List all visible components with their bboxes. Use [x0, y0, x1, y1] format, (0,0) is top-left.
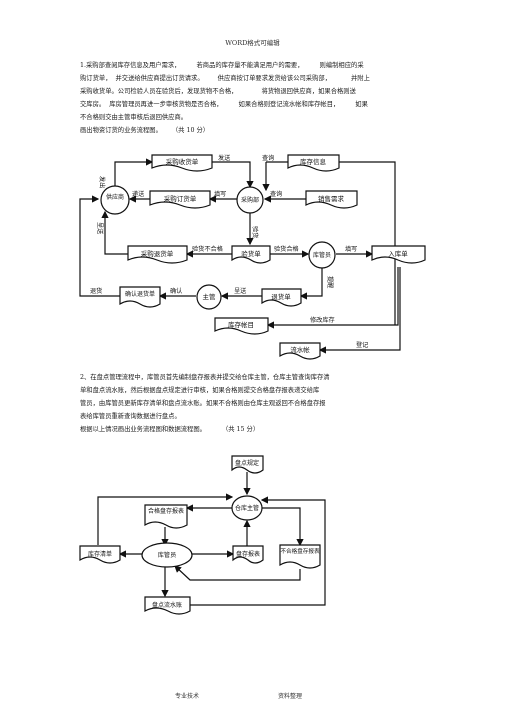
purchasing-node: 采购部: [236, 186, 264, 214]
edge-label: 递送: [132, 190, 145, 198]
q1-line: 不合格则交由主管审核后退回供应商。: [80, 114, 188, 121]
stocktake-rules-label: 盘点规定: [235, 459, 259, 467]
edge-label: 呈送: [234, 287, 247, 295]
footer-left: 专业技术: [175, 693, 200, 700]
order-form-label: 采购订货单: [164, 194, 197, 203]
q1-line: 采购收货单。公司检验人员在验货后，发现货物不合格， 将货物退回供应商，如果合格则…: [80, 88, 356, 95]
edge-label: 验货合格: [274, 245, 300, 253]
sales-demand-doc: 销售需求: [305, 190, 358, 209]
q2-line: 2、在盘点管理流程中，库管员首先编制盘存报表并提交给仓库主管，仓库主管查询库存清: [80, 374, 330, 381]
q1-line: 1.采购部查阅库存信息及用户需求， 若商品的库存量不能满足用户的需要， 则编制相…: [80, 62, 364, 69]
edge-label: 填写: [345, 245, 357, 253]
edge-label: 验货: [251, 226, 259, 238]
edge-label: 提醒: [326, 276, 334, 288]
inbound-form-doc: 入库单: [371, 245, 426, 264]
return-form-label: 采购退货单: [141, 249, 174, 258]
diagram-2-connectors: [97, 472, 326, 606]
qualified-report-doc: 合格盘存报表: [144, 504, 188, 529]
return-goods-doc: 退货单: [261, 288, 302, 307]
unqualified-report-doc: 不合格盘存报表: [279, 544, 321, 569]
diagram-1: 供应商 采购部 库管员 主管 采购收货单 库存信息 采购订货单 销: [79, 154, 426, 360]
diagram-1-edge-labels: 发出 发送 查询 递送 填写 查询 呈送 验货 验货不合格 验货合格 填写 退货…: [90, 154, 368, 349]
receipt-form-label: 采购收货单: [166, 157, 199, 166]
inventory-report-doc: 盘存报表: [232, 545, 264, 564]
supplier-label: 供应商: [106, 193, 124, 201]
inventory-list-doc: 库存清单: [79, 545, 121, 564]
supplier-node: 供应商: [100, 185, 130, 215]
edge-label: 修改库存: [310, 316, 335, 324]
journal-ledger-label: 流水帐: [290, 345, 310, 354]
confirm-return-label: 确认退货单: [125, 290, 155, 298]
supervisor-label: 主管: [203, 292, 217, 301]
warehouse-keeper-node: 库管员: [141, 542, 193, 568]
edge-label: 退货: [90, 287, 102, 295]
warehouse-mgr-node: 库管员: [308, 241, 336, 269]
order-form-doc: 采购订货单: [149, 190, 211, 209]
q1-line: 画出物资订货的业务流程图。 （共 10 分）: [80, 127, 210, 134]
q2-line: 单和盘点流水账，然后根据盘点规定进行审核，如果合格则提交合格盘存报表递交给库: [80, 387, 320, 394]
stock-info-doc: 库存信息: [287, 154, 340, 172]
inspection-form-label: 验货单: [241, 249, 261, 258]
edge-label: 确认: [170, 287, 182, 295]
footer-right: 资料整理: [278, 693, 303, 700]
warehouse-keeper-label: 库管员: [158, 551, 177, 559]
sales-demand-label: 销售需求: [318, 194, 345, 203]
confirm-return-doc: 确认退货单: [119, 286, 161, 308]
diagram-1-connectors: [79, 158, 401, 354]
warehouse-supervisor-label: 仓库主管: [235, 504, 259, 512]
diagram-2: 盘点规定 仓库主管 合格盘存报表 库存清单 库管员 盘存报表 不合格盘存报表: [79, 455, 326, 615]
edge-label: 查询: [262, 154, 274, 162]
inventory-ledger-label: 库存帐目: [228, 320, 254, 329]
q1-line: 交库房。 库房管理员再进一步审核货物是否合格， 如果合格则登记流水帐和库存帐目，…: [80, 101, 368, 108]
stocktake-rules-doc: 盘点规定: [231, 455, 264, 474]
inspection-form-doc: 验货单: [231, 245, 271, 264]
supervisor-node: 主管: [196, 284, 222, 310]
q2-line: 根据以上情况画出业务流程图和数据流程图。 （共 15 分）: [80, 426, 260, 433]
edge-label: 查询: [270, 190, 282, 198]
purchasing-label: 采购部: [241, 196, 259, 204]
edge-label: 发出: [98, 176, 106, 188]
stocktake-journal-label: 盘点流水账: [152, 601, 182, 609]
q1-line: 购订货单， 并交送给供应商提出订货请求。 供应商按订单要求发货给该公司采购部， …: [80, 75, 370, 82]
inventory-list-label: 库存清单: [88, 550, 112, 558]
receipt-form-doc: 采购收货单: [151, 154, 213, 172]
return-goods-label: 退货单: [271, 292, 291, 301]
qualified-report-label: 合格盘存报表: [148, 507, 184, 515]
q2-line: 表给库管员重新查询数据进行盘点。: [80, 413, 181, 420]
edge-label: 登记: [356, 341, 368, 349]
stocktake-journal-doc: 盘点流水账: [144, 596, 191, 615]
journal-ledger-doc: 流水帐: [279, 342, 321, 360]
edge-label: 填写: [214, 190, 226, 198]
inbound-form-label: 入库单: [388, 249, 408, 258]
warehouse-mgr-label: 库管员: [313, 251, 331, 259]
warehouse-supervisor-node: 仓库主管: [231, 495, 263, 521]
edge-label: 呈送: [96, 222, 104, 235]
edge-label: 发送: [218, 154, 231, 162]
return-form-doc: 采购退货单: [127, 245, 188, 264]
unqualified-report-label: 不合格盘存报表: [280, 547, 320, 555]
q2-line: 管员，由库管员更新库存清单和盘点流水账。如果不合格则由仓库主观返回不合格盘存报: [80, 400, 326, 407]
inventory-ledger-doc: 库存帐目: [214, 317, 269, 335]
page-header: WORD格式可编辑: [225, 39, 280, 47]
stock-info-label: 库存信息: [300, 157, 327, 166]
inventory-report-label: 盘存报表: [236, 550, 260, 558]
edge-label: 验货不合格: [192, 245, 224, 253]
